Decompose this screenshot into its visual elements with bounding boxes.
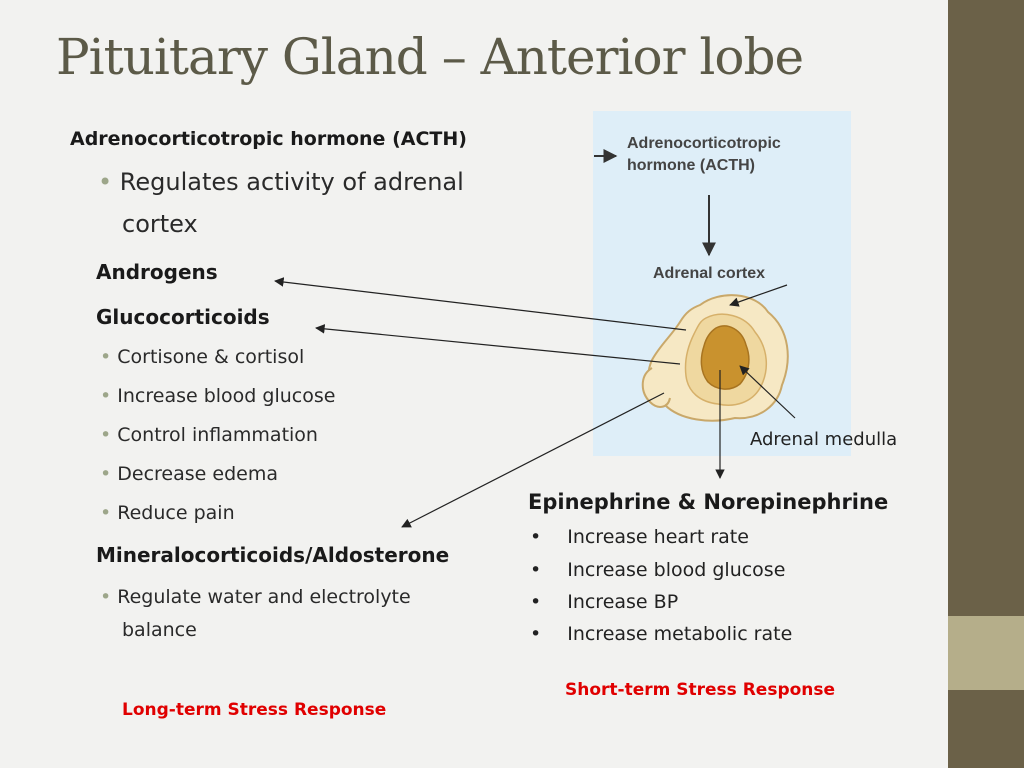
list-item: •Increase metabolic rate	[530, 623, 793, 645]
arrow-to-mineralocorticoids	[401, 392, 665, 528]
adrenal-medulla-label: Adrenal medulla	[750, 429, 898, 450]
diagram-acth-label: Adrenocorticotropic hormone (ACTH)	[627, 135, 781, 174]
mineralocorticoids-heading: Mineralocorticoids/Aldosterone	[96, 543, 450, 567]
arrow-to-medulla	[739, 365, 796, 419]
list-item: •Increase BP	[530, 591, 679, 613]
diagram-adrenal-cortex-label: Adrenal cortex	[653, 265, 766, 282]
glucocorticoids-heading: Glucocorticoids	[96, 305, 270, 329]
androgens-heading: Androgens	[96, 260, 218, 284]
epinephrine-heading: Epinephrine & Norepinephrine	[528, 490, 889, 514]
adrenal-gland-icon	[641, 294, 789, 422]
list-item: • Increase blood glucose	[100, 385, 336, 407]
mineral-line2: balance	[122, 619, 197, 641]
list-item: •Increase blood glucose	[530, 559, 786, 581]
arrow-to-cortex	[729, 284, 788, 307]
list-item: • Cortisone & cortisol	[100, 346, 305, 368]
list-item: • Reduce pain	[100, 502, 235, 524]
short-term-response: Short-term Stress Response	[565, 680, 836, 700]
page-title: Pituitary Gland – Anterior lobe	[56, 28, 804, 86]
bullet-dot: •	[98, 168, 113, 196]
list-item: • Control inflammation	[100, 424, 318, 446]
sidebar-accent-block	[948, 616, 1024, 690]
acth-bullet-line2: cortex	[122, 210, 198, 238]
long-term-response: Long-term Stress Response	[122, 700, 387, 720]
acth-bullet: • Regulates activity of adrenal	[98, 168, 464, 196]
arrow-to-glucocorticoids	[315, 324, 681, 365]
list-item: • Regulate water and electrolyte	[100, 586, 411, 608]
acth-bullet-line1: Regulates activity of adrenal	[119, 168, 464, 196]
list-item: •Increase heart rate	[530, 526, 749, 548]
acth-heading: Adrenocorticotropic hormone (ACTH)	[70, 128, 467, 150]
arrow-to-androgens	[274, 277, 687, 331]
list-item: • Decrease edema	[100, 463, 278, 485]
